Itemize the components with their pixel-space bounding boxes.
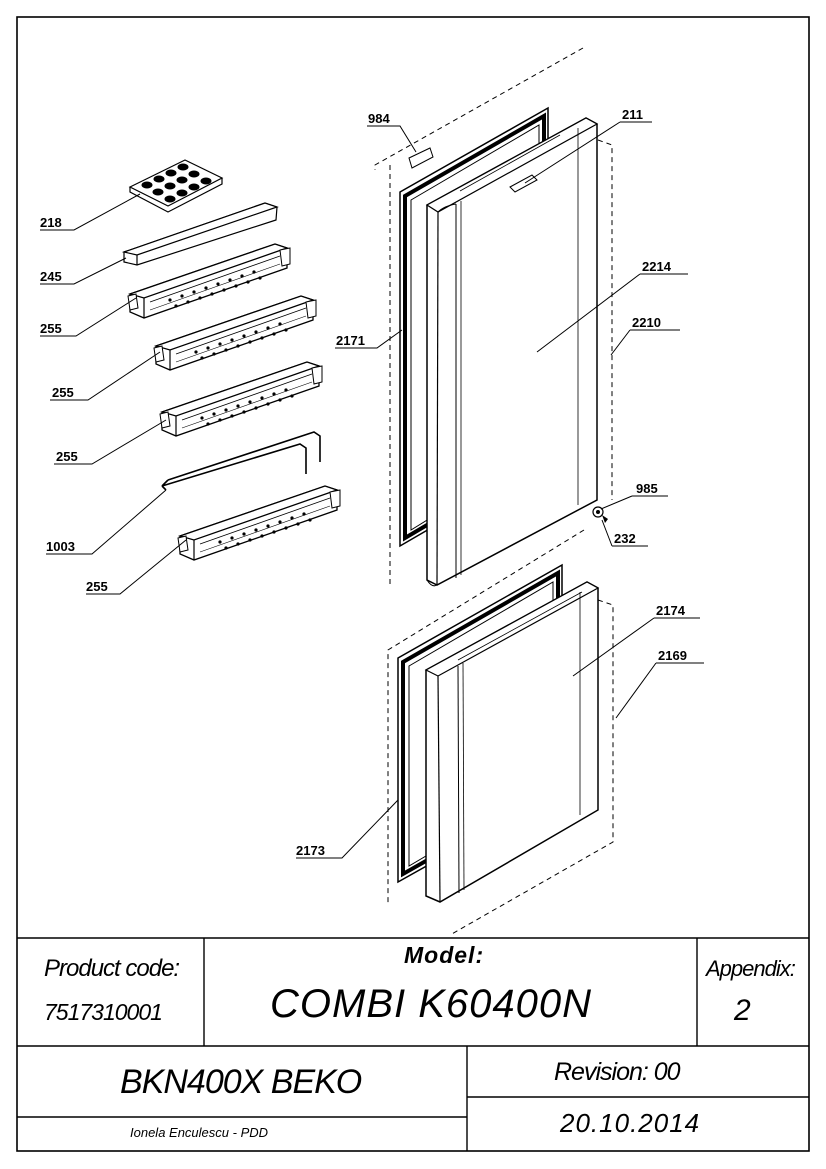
callout-232: 232 xyxy=(614,531,636,546)
product-code-label: Product code: xyxy=(44,955,180,982)
callout-255-c: 255 xyxy=(56,449,78,464)
hinge-985 xyxy=(592,506,608,523)
leader-lines xyxy=(40,121,704,859)
part-1003-wire-rail xyxy=(161,431,321,491)
callout-218: 218 xyxy=(40,215,62,230)
author: Ionela Enculescu - PDD xyxy=(130,1125,269,1140)
callout-984: 984 xyxy=(368,111,390,126)
callout-1003: 1003 xyxy=(46,539,75,554)
part-245-dairy-cover xyxy=(121,202,279,266)
callout-2210: 2210 xyxy=(632,315,661,330)
part-984-plate xyxy=(408,147,434,169)
model-label: Model: xyxy=(404,942,485,968)
part-255-shelf-4 xyxy=(177,485,341,561)
callout-255-b: 255 xyxy=(52,385,74,400)
model-value: COMBI K60400N xyxy=(270,982,593,1026)
appendix-label: Appendix: xyxy=(706,956,796,981)
part-255-shelf-3 xyxy=(159,361,323,437)
callout-labels: 984 211 218 245 255 255 255 1003 255 217… xyxy=(40,107,687,858)
callout-2169: 2169 xyxy=(658,648,687,663)
callout-2171: 2171 xyxy=(336,333,365,348)
callout-2214: 2214 xyxy=(642,259,672,274)
revision-date: 20.10.2014 xyxy=(560,1108,701,1138)
drawing-border xyxy=(16,16,810,1152)
callout-211: 211 xyxy=(622,107,643,122)
upper-door xyxy=(425,117,599,587)
revision: Revision: 00 xyxy=(554,1058,681,1086)
explode-lines xyxy=(374,47,614,936)
appendix-value: 2 xyxy=(734,994,751,1027)
callout-2174: 2174 xyxy=(656,603,686,618)
callout-255-d: 255 xyxy=(86,579,108,594)
callout-2173: 2173 xyxy=(296,843,325,858)
part-218-egg-tray xyxy=(128,159,224,213)
title-block-grid xyxy=(17,937,809,1151)
callout-255-a: 255 xyxy=(40,321,62,336)
callout-985: 985 xyxy=(636,481,658,496)
part-255-shelf-2 xyxy=(153,295,317,371)
product-code: 7517310001 xyxy=(44,999,163,1025)
product-name: BKN400X BEKO xyxy=(120,1063,362,1101)
callout-245: 245 xyxy=(40,269,62,284)
lower-door xyxy=(424,581,600,903)
